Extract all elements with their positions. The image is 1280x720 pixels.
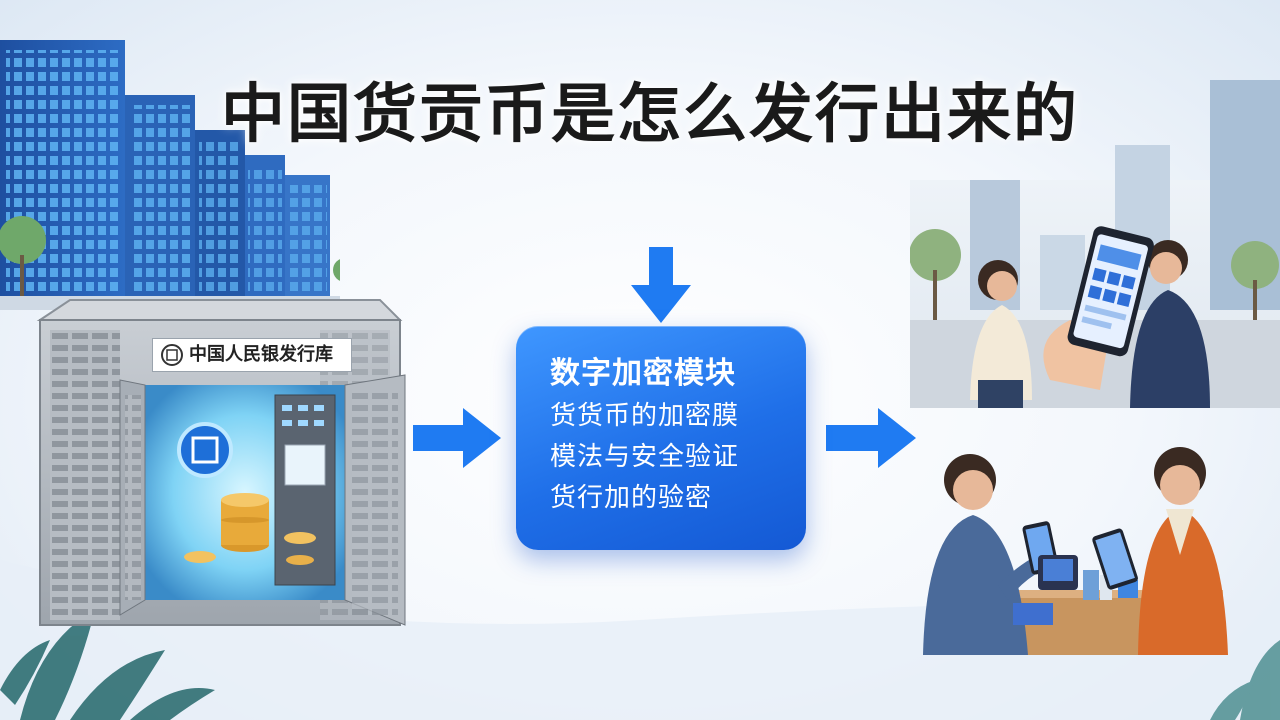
vault-sign-text: 中国人民银发行库 [189, 344, 333, 365]
module-heading: 数字加密模块 [550, 356, 736, 391]
shop-payment-scene [923, 447, 1228, 655]
left-city-skyline [0, 40, 340, 310]
arrow-right-icon-right [826, 408, 916, 468]
arrow-right-icon-left [413, 408, 501, 468]
module-line-1: 货货币的加密膜 [550, 401, 740, 431]
vault-sign: 中国人民银发行库 [152, 338, 352, 372]
mobile-payment-scene [910, 80, 1280, 408]
digital-encryption-module-box: 数字加密模块 货货币的加密膜 模法与安全验证 货行加的验密 [516, 326, 806, 550]
module-line-2: 模法与安全验证 [550, 442, 740, 472]
pboc-emblem-icon [161, 344, 183, 366]
arrow-down-icon [631, 247, 691, 323]
module-line-3: 货行加的验密 [550, 483, 713, 513]
page-title: 中国货贡币是怎么发行出来的 [221, 78, 1079, 152]
